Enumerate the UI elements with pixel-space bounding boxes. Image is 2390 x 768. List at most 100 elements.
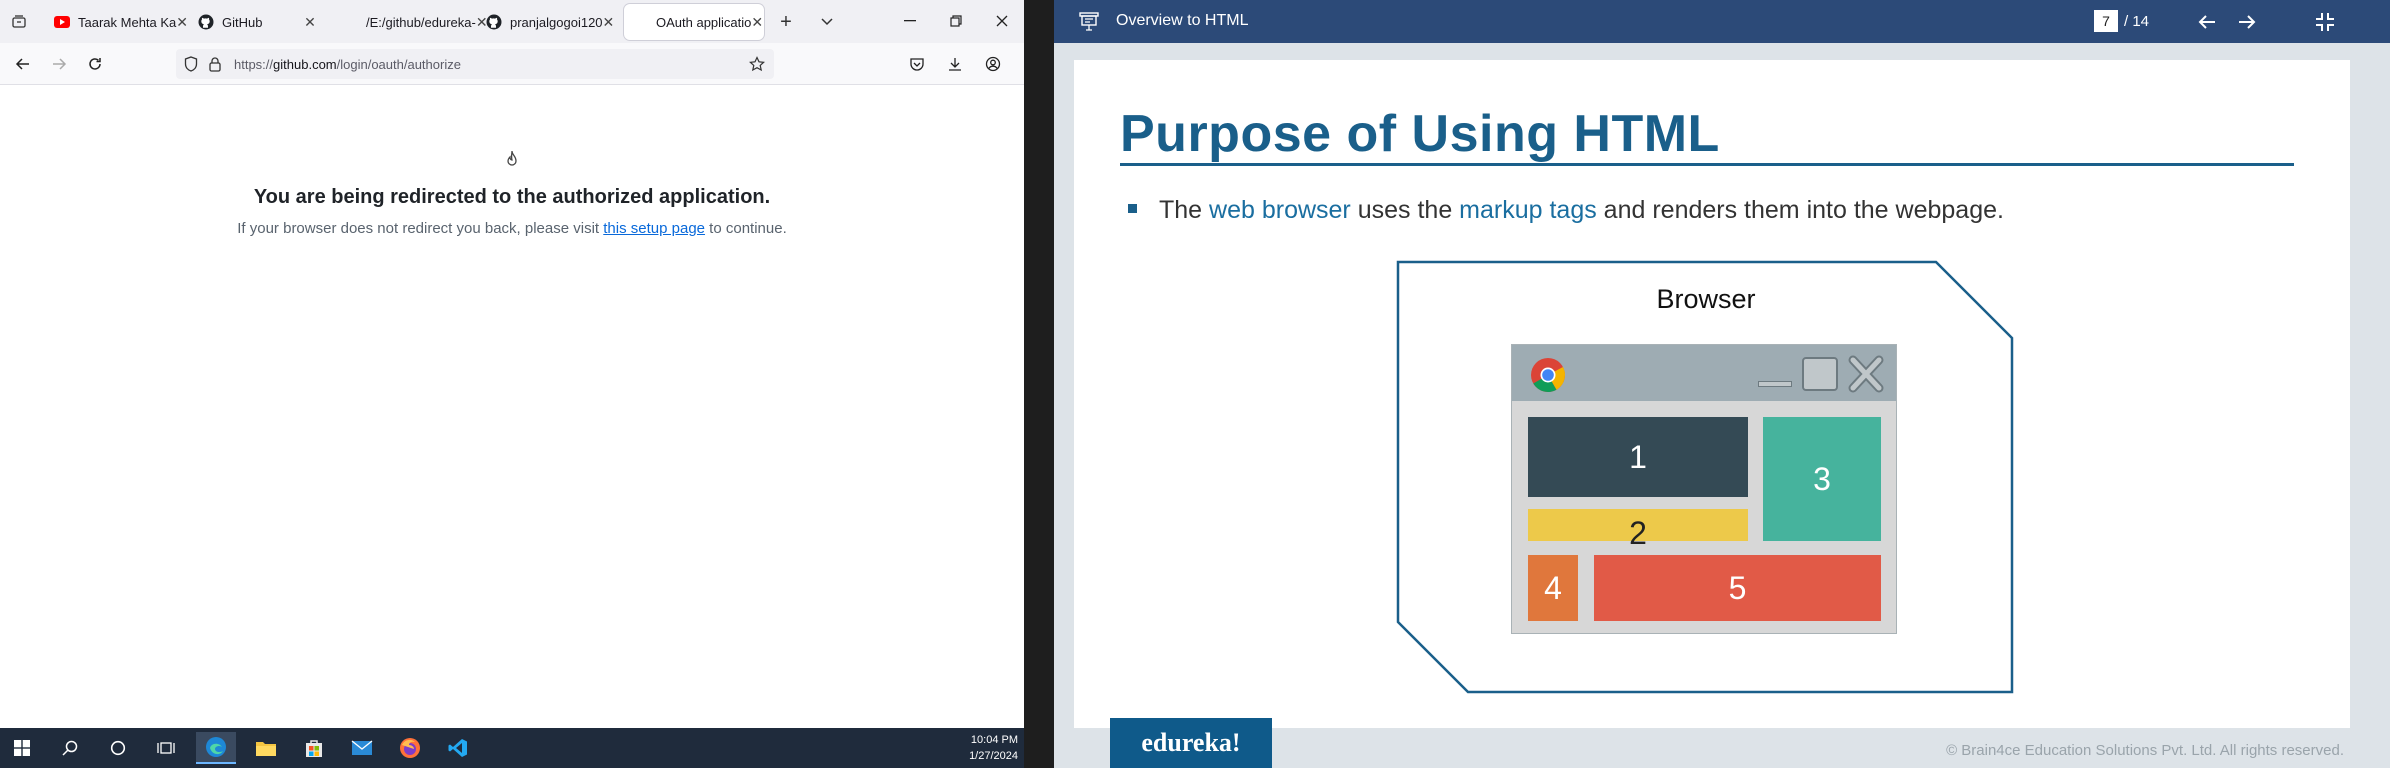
edureka-logo: edureka! xyxy=(1110,718,1272,768)
browser-window-illustration: 1 2 3 4 5 xyxy=(1511,344,1897,634)
tab-strip: Taarak Mehta Ka ✕ GitHub ✕ /E:/github/ed… xyxy=(0,0,1024,43)
tab-title: Taarak Mehta Ka xyxy=(78,14,177,30)
block-label: 4 xyxy=(1544,569,1562,606)
url-path: /login/oauth/authorize xyxy=(336,56,461,72)
close-icon[interactable]: ✕ xyxy=(602,13,615,30)
block-3: 3 xyxy=(1763,417,1881,541)
redirect-message: If your browser does not redirect you ba… xyxy=(0,220,1024,237)
deck-title: Overview to HTML xyxy=(1116,12,1249,29)
previous-slide-arrow-icon[interactable] xyxy=(2194,9,2220,35)
tab-github[interactable]: GitHub ✕ xyxy=(190,4,326,40)
illustration-maximize-icon xyxy=(1802,357,1838,391)
minimize-button[interactable] xyxy=(892,7,928,35)
file-icon xyxy=(342,14,358,30)
github-icon xyxy=(198,14,214,30)
cortana-icon[interactable] xyxy=(100,732,136,764)
tab-title: OAuth applicatio xyxy=(656,14,752,30)
block-1: 1 xyxy=(1528,417,1748,497)
presentation-icon[interactable] xyxy=(1076,9,1102,35)
block-label: 2 xyxy=(1629,514,1647,551)
lock-icon[interactable] xyxy=(206,55,224,73)
close-icon[interactable]: ✕ xyxy=(475,13,488,30)
tab-title: /E:/github/edureka- xyxy=(366,14,476,30)
setup-page-link[interactable]: this setup page xyxy=(603,220,706,237)
block-label: 1 xyxy=(1629,438,1647,475)
block-4: 4 xyxy=(1528,555,1578,621)
url-scheme: https:// xyxy=(234,56,274,72)
address-bar[interactable]: https://github.com/login/oauth/authorize xyxy=(176,49,774,79)
page-number-input[interactable]: 7 xyxy=(2094,10,2118,32)
tab-oauth[interactable]: OAuth applicatio ✕ xyxy=(624,4,764,40)
vscode-icon[interactable] xyxy=(440,732,476,764)
block-label: 3 xyxy=(1813,460,1831,497)
page-content: You are being redirected to the authoriz… xyxy=(0,86,1024,728)
close-icon[interactable]: ✕ xyxy=(176,13,189,30)
close-icon[interactable]: ✕ xyxy=(304,13,316,30)
viewer-toolbar: Overview to HTML 7 / 14 xyxy=(1054,0,2390,43)
windows-taskbar: 10:04 PM 1/27/2024 xyxy=(0,728,1024,768)
file-explorer-icon[interactable] xyxy=(248,732,284,764)
slide-heading: Purpose of Using HTML xyxy=(1120,105,1720,163)
page-total: / 14 xyxy=(2124,12,2150,30)
highlight-web-browser: web browser xyxy=(1209,196,1351,224)
search-icon[interactable] xyxy=(52,732,88,764)
shield-icon[interactable] xyxy=(182,55,200,73)
store-icon[interactable] xyxy=(296,732,332,764)
copyright-notice: © Brain4ce Education Solutions Pvt. Ltd.… xyxy=(1946,742,2344,759)
redirect-text: If your browser does not redirect you ba… xyxy=(237,220,604,237)
tab-title: GitHub xyxy=(222,14,263,30)
tab-title: pranjalgogoi120 xyxy=(510,14,603,30)
forward-button[interactable] xyxy=(46,51,72,77)
back-button[interactable] xyxy=(10,51,36,77)
diagram-label: Browser xyxy=(1656,284,1756,314)
edge-icon[interactable] xyxy=(196,732,236,764)
bullet-text: and renders them into the webpage. xyxy=(1596,196,2004,224)
account-icon[interactable] xyxy=(982,53,1004,75)
slide-viewer: Overview to HTML 7 / 14 Purpose of Using… xyxy=(1054,0,2390,768)
firefox-window: Taarak Mehta Ka ✕ GitHub ✕ /E:/github/ed… xyxy=(0,0,1024,768)
heading-underline xyxy=(1120,163,2294,166)
next-slide-arrow-icon[interactable] xyxy=(2234,9,2260,35)
firefox-icon[interactable] xyxy=(392,732,428,764)
close-icon[interactable]: ✕ xyxy=(751,13,764,30)
highlight-markup-tags: markup tags xyxy=(1459,196,1597,224)
windows-start-icon[interactable] xyxy=(4,732,40,764)
redirect-text-end: to continue. xyxy=(705,220,787,237)
bookmark-star-icon[interactable] xyxy=(748,55,766,73)
illustration-close-icon xyxy=(1848,355,1884,393)
reload-button[interactable] xyxy=(82,51,108,77)
loading-spinner-icon xyxy=(500,148,524,172)
exit-fullscreen-icon[interactable] xyxy=(2312,9,2338,35)
block-5: 5 xyxy=(1594,555,1881,621)
close-window-button[interactable] xyxy=(984,7,1020,35)
bullet-marker xyxy=(1128,203,1137,213)
url-host: github.com xyxy=(273,56,337,72)
slide: Purpose of Using HTML The web browser us… xyxy=(1074,60,2350,728)
navigation-toolbar: https://github.com/login/oauth/authorize xyxy=(0,43,1024,85)
chrome-logo-icon xyxy=(1530,357,1566,393)
task-view-icon[interactable] xyxy=(148,732,184,764)
restore-button[interactable] xyxy=(938,7,974,35)
mail-icon[interactable] xyxy=(344,732,380,764)
download-icon[interactable] xyxy=(944,53,966,75)
block-2: 2 xyxy=(1528,509,1748,551)
browser-diagram: Browser 1 2 3 4 xyxy=(1396,260,2016,700)
slide-bullet: The web browser uses the markup tags and… xyxy=(1128,196,2004,225)
chevron-down-icon[interactable] xyxy=(816,11,838,33)
illustration-titlebar xyxy=(1512,345,1896,401)
pocket-icon[interactable] xyxy=(906,53,928,75)
system-clock[interactable]: 10:04 PM 1/27/2024 xyxy=(969,732,1018,764)
youtube-icon xyxy=(54,14,70,30)
bullet-text: uses the xyxy=(1350,196,1460,224)
illustration-minimize-icon xyxy=(1758,381,1792,387)
tab-local-file[interactable]: /E:/github/edureka- ✕ xyxy=(334,4,488,40)
new-tab-button[interactable]: + xyxy=(780,10,792,33)
loading-icon xyxy=(632,14,648,30)
tab-list-icon[interactable] xyxy=(8,11,30,33)
redirect-heading: You are being redirected to the authoriz… xyxy=(253,186,771,208)
diagram-frame xyxy=(1396,260,2014,694)
tab-github-profile[interactable]: pranjalgogoi120 ✕ xyxy=(478,4,614,40)
bullet-text: The xyxy=(1159,196,1210,224)
tab-youtube[interactable]: Taarak Mehta Ka ✕ xyxy=(46,4,188,40)
